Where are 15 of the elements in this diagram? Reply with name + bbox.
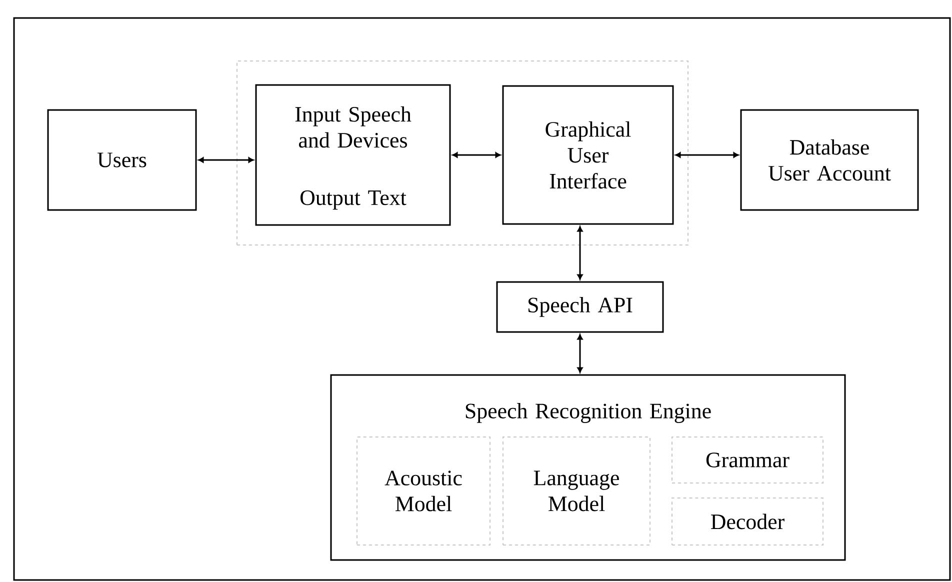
component-box: Acoustic Model bbox=[356, 436, 490, 546]
process-box: Database User Account bbox=[740, 109, 919, 211]
arrow bbox=[675, 152, 739, 158]
arrow bbox=[452, 152, 501, 158]
component-box: Language Model bbox=[502, 436, 650, 546]
arrow bbox=[198, 157, 254, 163]
component-box: Grammar bbox=[672, 436, 824, 484]
process-box: Speech API bbox=[496, 281, 664, 333]
process-box: Input Speech and Devices Output Text bbox=[255, 84, 451, 226]
process-box: Graphical User Interface bbox=[502, 85, 674, 225]
process-box: Users bbox=[47, 109, 197, 211]
group-box bbox=[236, 60, 688, 246]
arrow bbox=[577, 334, 583, 373]
arrow bbox=[577, 226, 583, 280]
component-box: Decoder bbox=[672, 498, 824, 546]
